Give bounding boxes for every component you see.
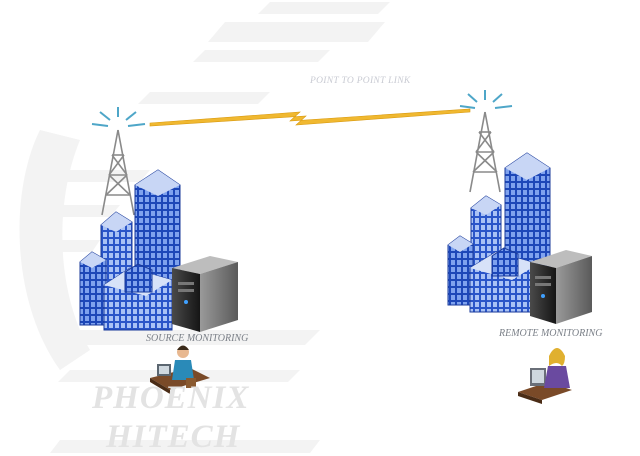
watermark-stripes bbox=[19, 2, 390, 453]
link-label: POINT TO POINT LINK bbox=[310, 76, 411, 86]
person-at-desk-icon bbox=[150, 345, 210, 394]
watermark-line-2: HITECH bbox=[106, 419, 241, 455]
source-monitoring-label: SOURCE MONITORING bbox=[146, 333, 249, 344]
remote-site bbox=[447, 90, 592, 404]
lightning-link-icon bbox=[149, 108, 471, 127]
radio-tower-icon bbox=[469, 111, 501, 193]
building-icon bbox=[447, 152, 551, 313]
building-icon bbox=[79, 169, 181, 331]
source-site bbox=[79, 107, 238, 394]
person-at-desk-icon bbox=[518, 348, 572, 404]
signal-rays bbox=[91, 107, 146, 127]
remote-monitoring-label: REMOTE MONITORING bbox=[499, 328, 603, 339]
radio-tower-icon bbox=[101, 129, 135, 216]
server-icon bbox=[172, 256, 238, 332]
watermark-line-1: PHOENIX bbox=[92, 380, 250, 416]
server-icon bbox=[530, 250, 592, 324]
signal-rays bbox=[459, 90, 513, 109]
